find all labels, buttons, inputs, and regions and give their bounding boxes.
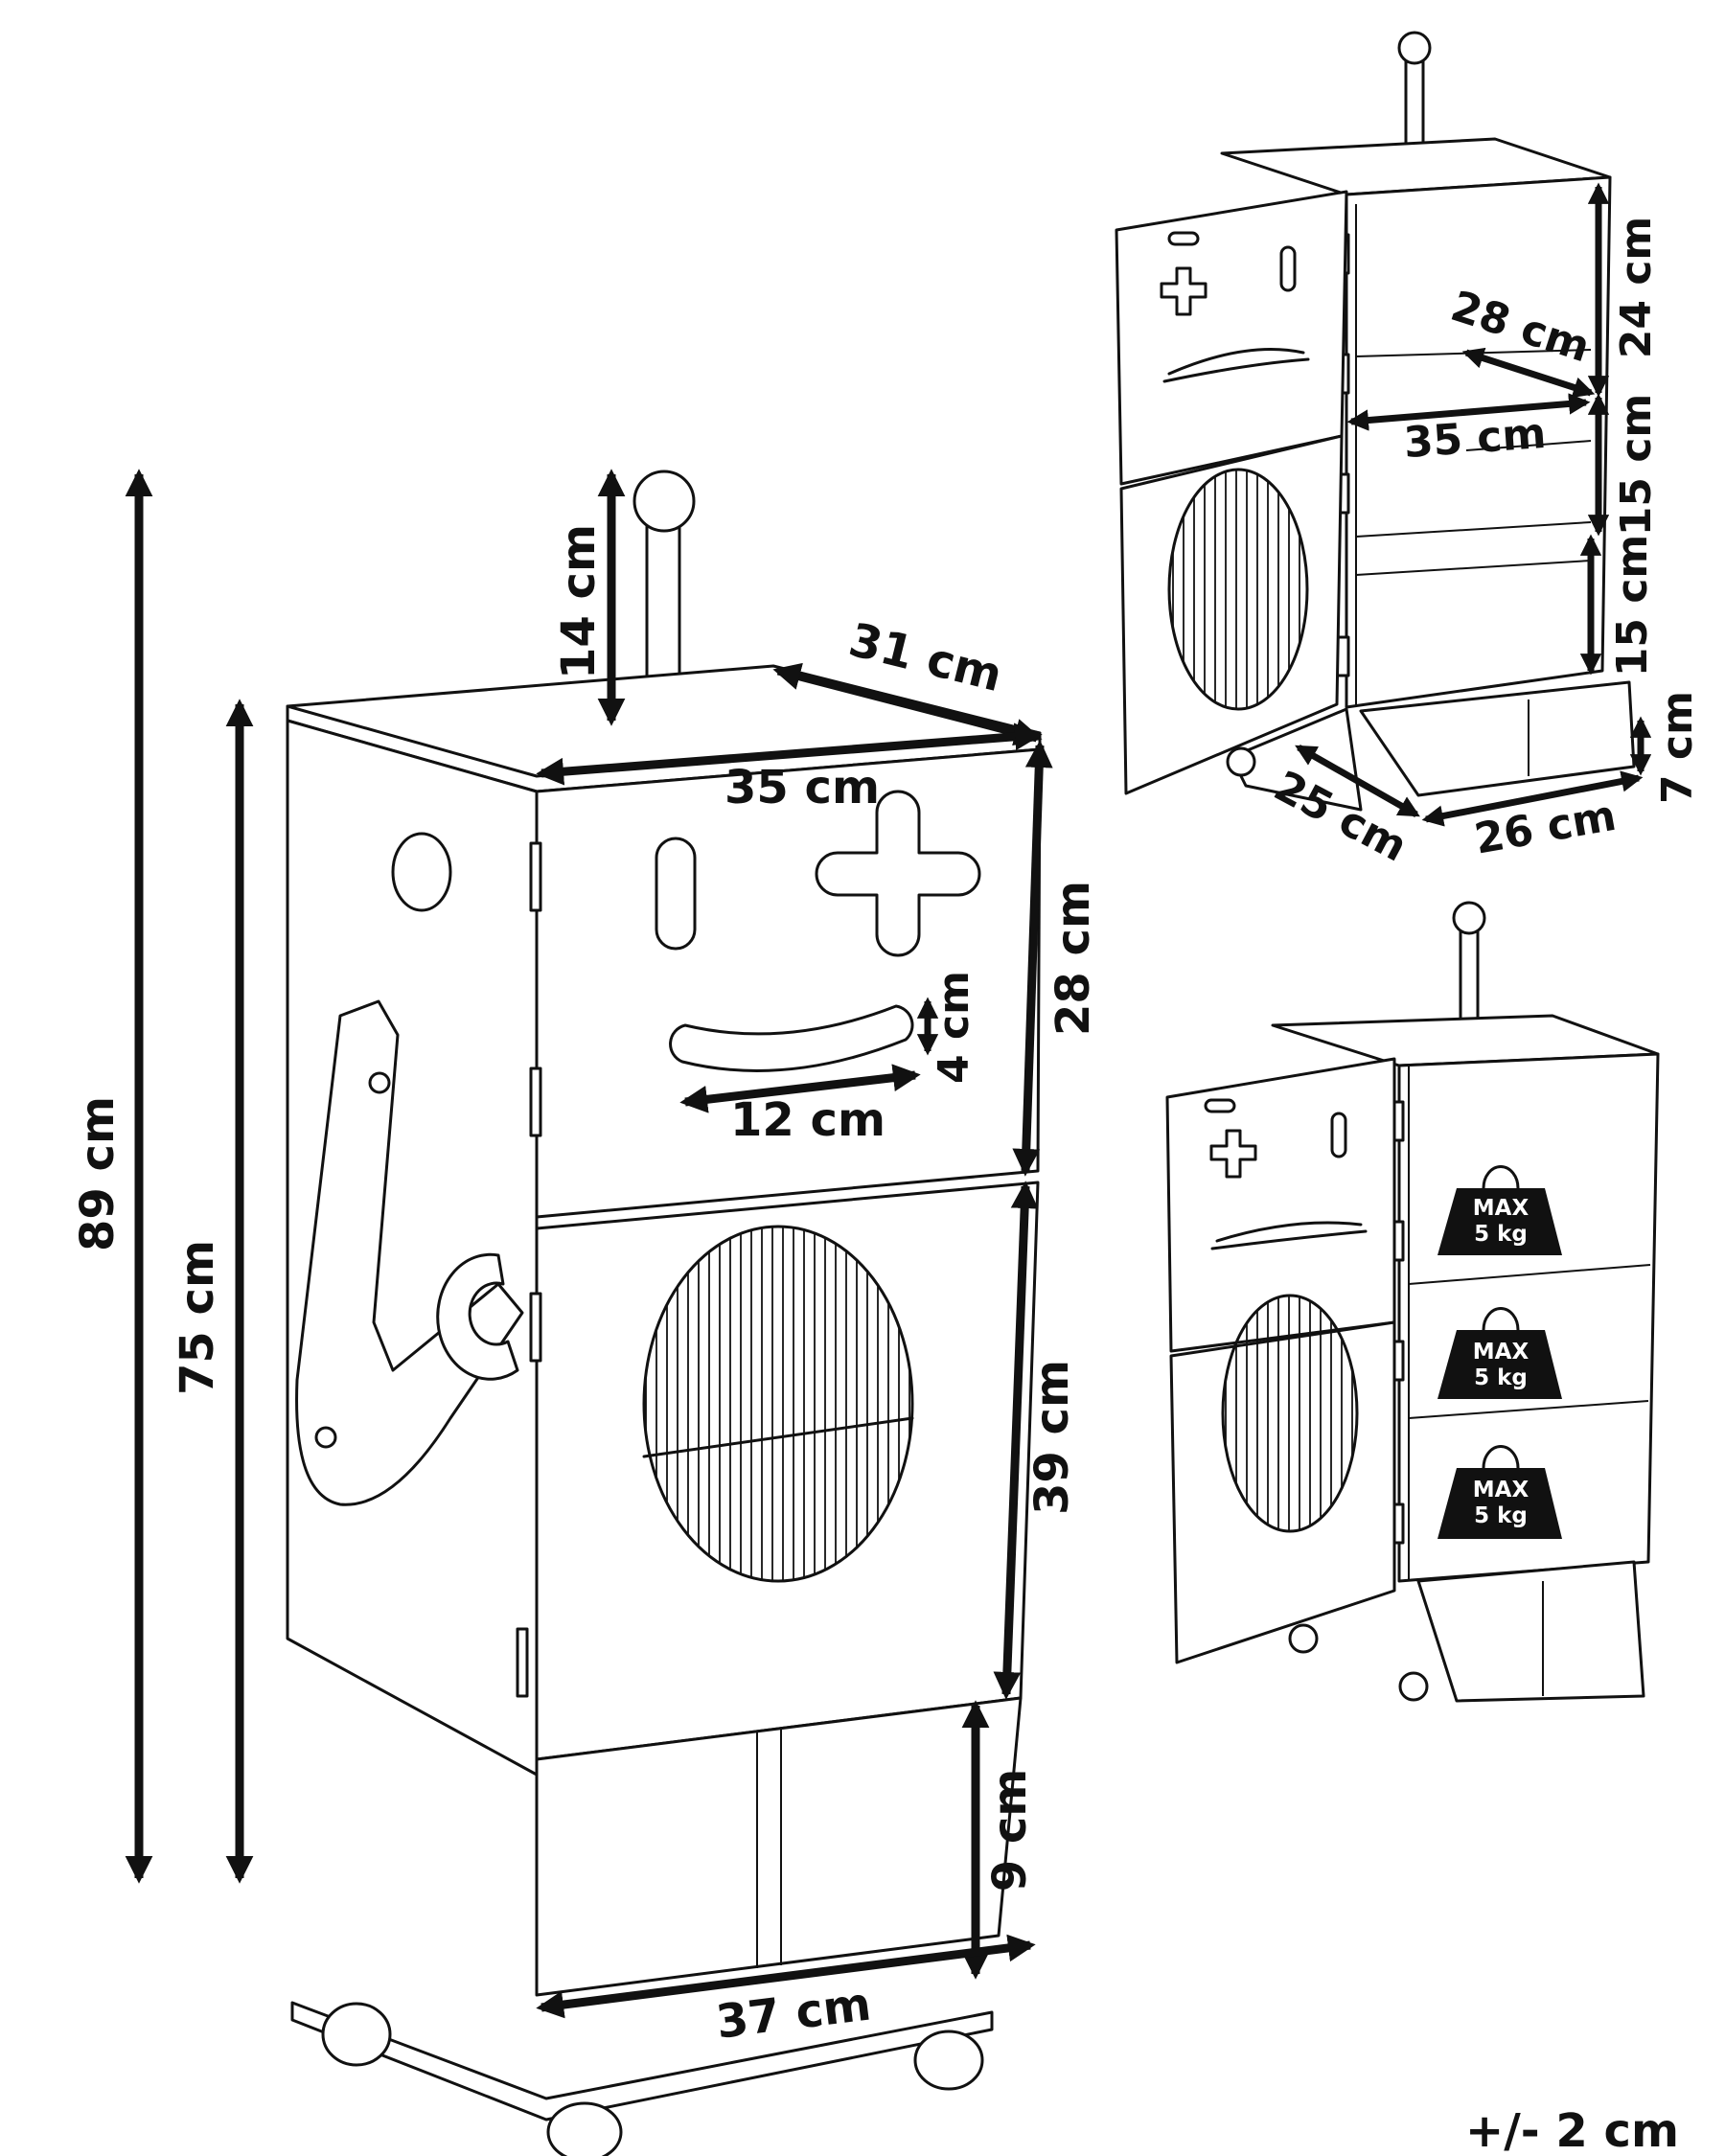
load-cabinet-drawing: MAX 5 kg MAX 5 kg MAX 5 kg [1165,901,1660,1703]
weight-icon: MAX 5 kg [1438,1445,1562,1539]
main-cabinet-drawing [286,470,1042,2156]
middle-compartment-height-label: 15 cm [1612,394,1661,536]
mouth-width-label: 12 cm [730,1093,886,1147]
weight-3-line1: MAX [1473,1478,1530,1502]
drawer-height-label: 9 cm [983,1769,1037,1892]
drawer-width-label: 26 cm [1471,791,1620,864]
lower-compartment-height-label: 15 cm [1608,535,1657,677]
weight-1-line2: 5 kg [1474,1222,1528,1247]
tolerance-note: +/- 2 cm [1465,2104,1679,2156]
mouth-height-label: 4 cm [930,971,978,1084]
body-height-label: 75 cm [171,1240,224,1395]
weight-2-line1: MAX [1473,1340,1530,1365]
weight-1-line1: MAX [1473,1196,1530,1221]
upper-door-height-label: 28 cm [1046,881,1100,1036]
weight-icon: MAX 5 kg [1438,1165,1562,1255]
open-cabinet-drawing [1115,31,1636,812]
total-height-label: 89 cm [71,1096,125,1251]
top-width-label: 35 cm [724,761,880,814]
weight-icon: MAX 5 kg [1438,1307,1562,1399]
weight-2-line2: 5 kg [1474,1365,1528,1390]
upper-compartment-height-label: 24 cm [1612,217,1661,358]
shelf-width-label: 35 cm [1402,409,1548,468]
drawer-height-label-open: 7 cm [1653,691,1702,804]
antenna-height-label: 14 cm [552,524,606,679]
weight-3-line2: 5 kg [1474,1503,1528,1528]
lower-door-height-label: 39 cm [1025,1360,1079,1515]
